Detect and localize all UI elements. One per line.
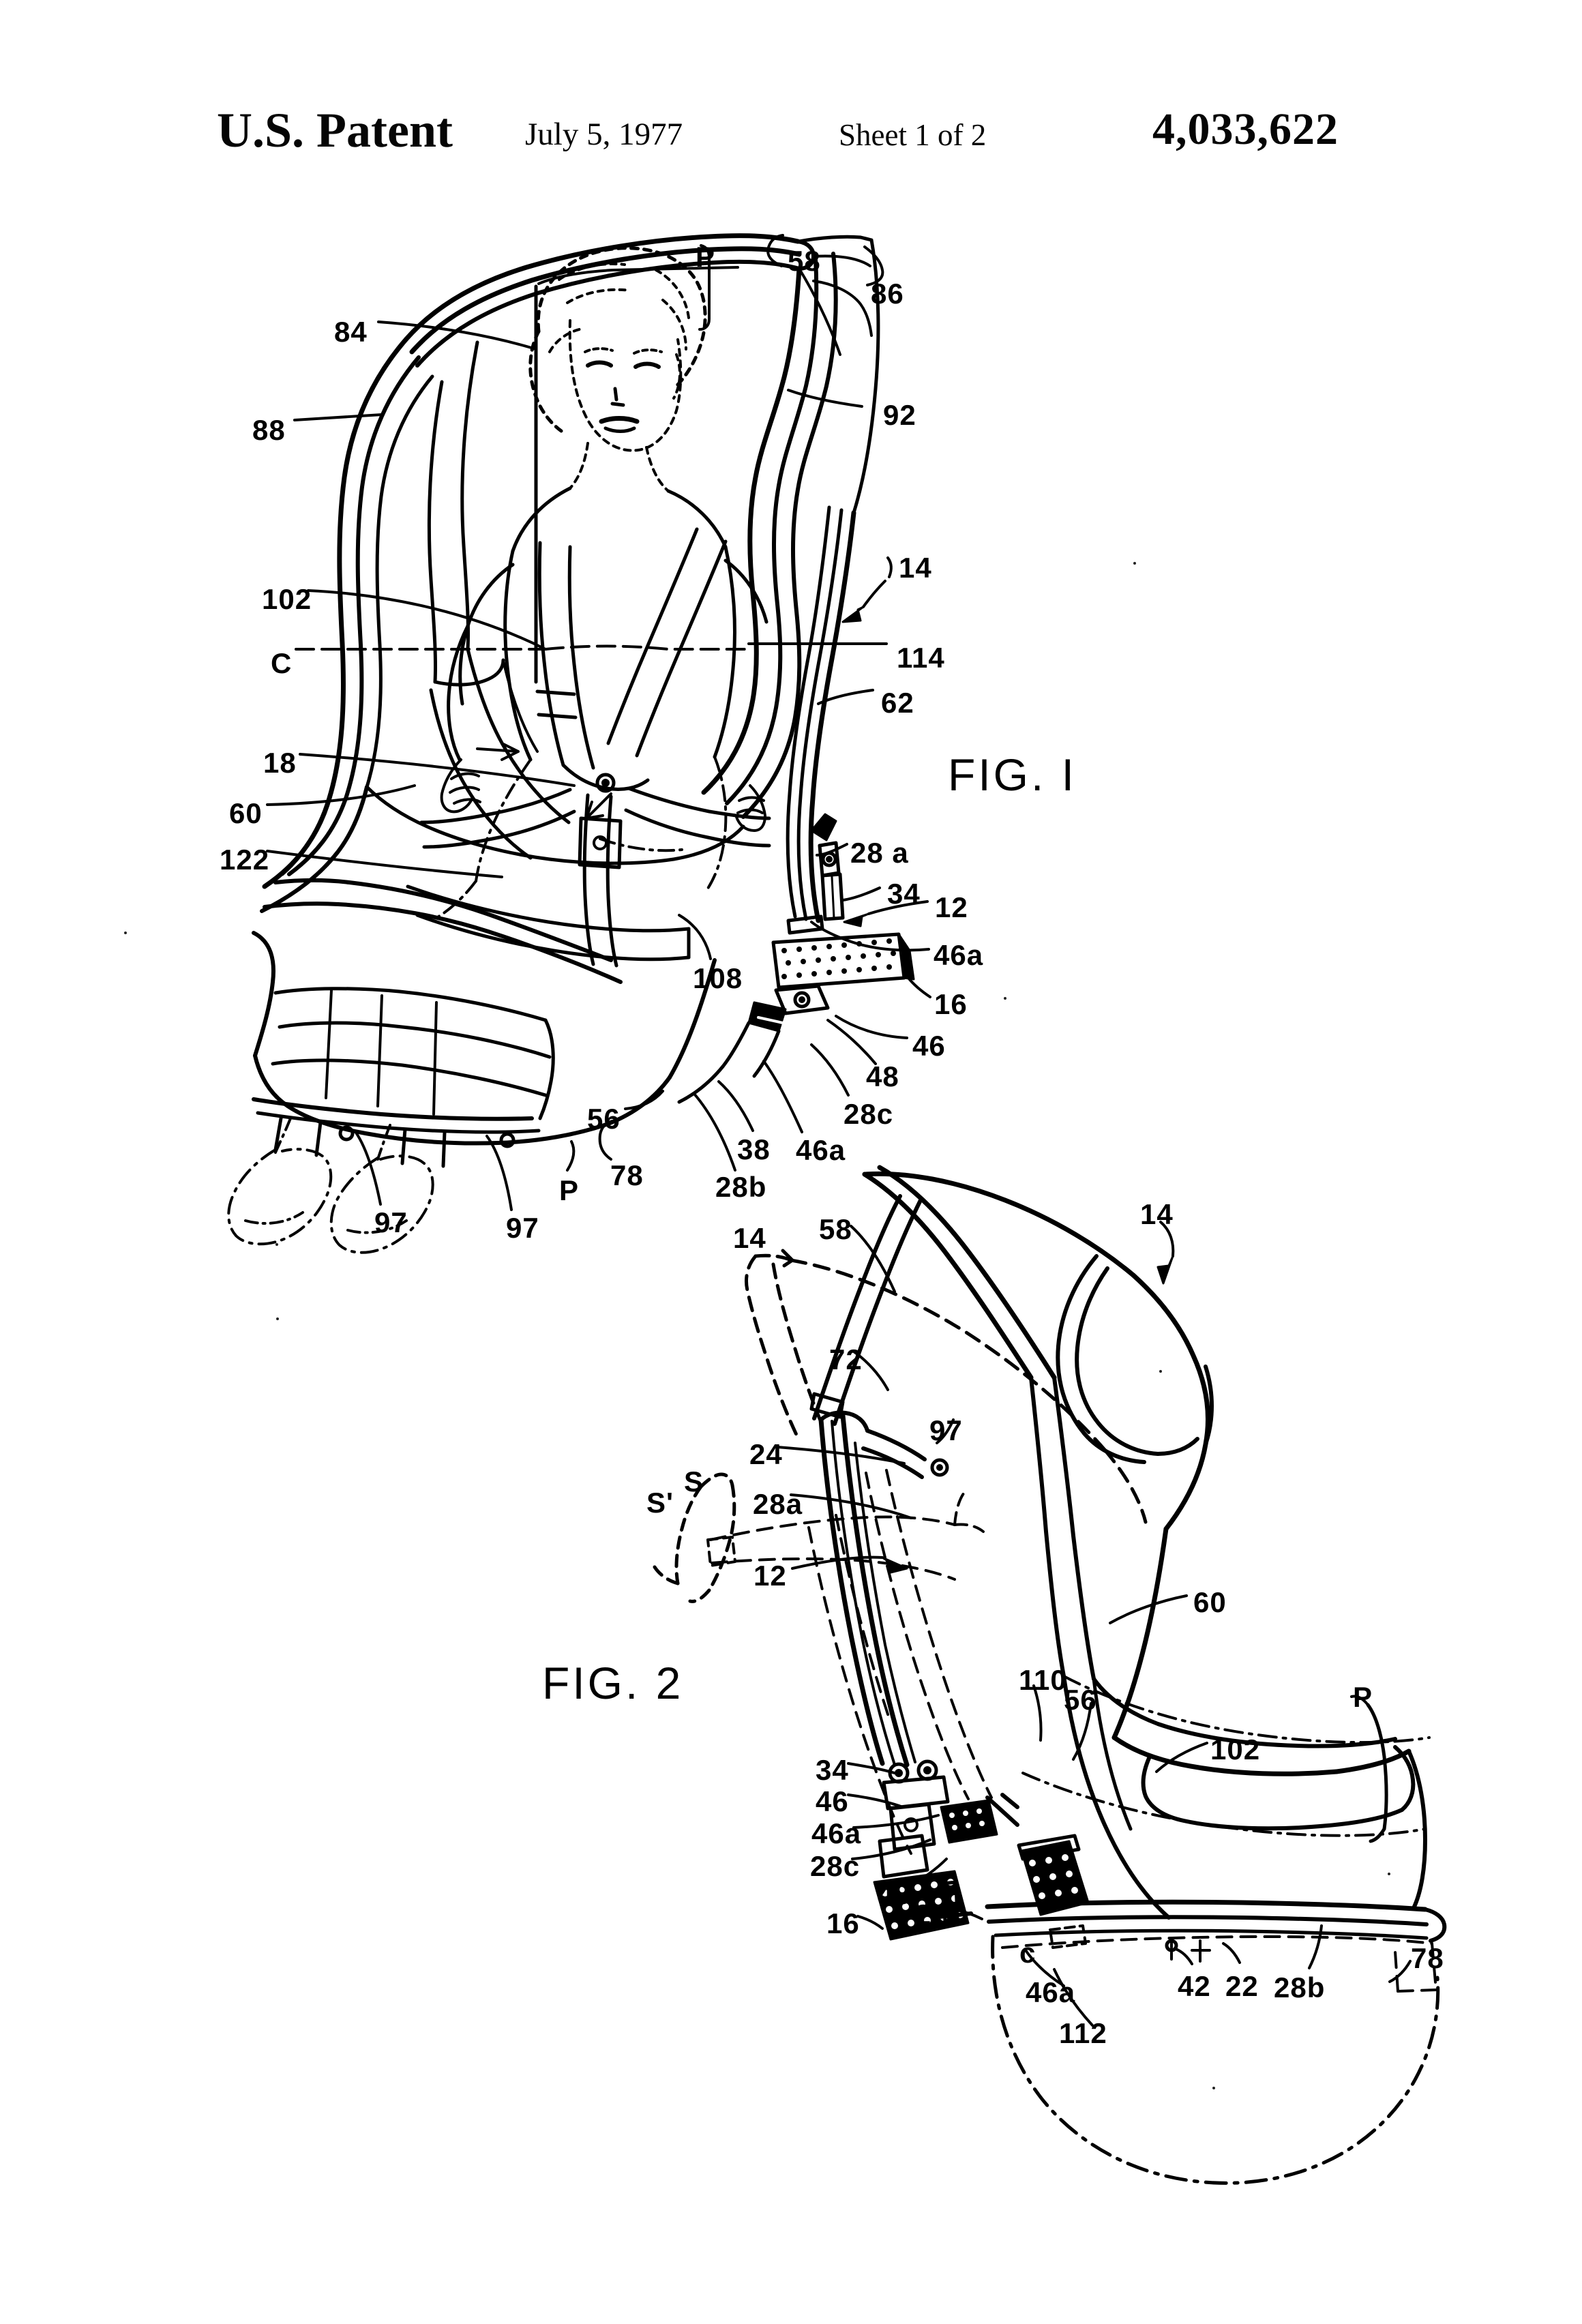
reference-numeral-14: 14 bbox=[899, 552, 932, 584]
reference-numeral-28a: 28 a bbox=[850, 837, 909, 869]
reference-numeral-56: 56 bbox=[1064, 1684, 1097, 1716]
reference-numeral-s: S' bbox=[646, 1487, 674, 1519]
reference-numeral-c: C bbox=[271, 647, 293, 679]
reference-numeral-34: 34 bbox=[816, 1754, 849, 1786]
figure-2-title: FIG. 2 bbox=[542, 1658, 684, 1708]
reference-numeral-28c: 28c bbox=[810, 1850, 861, 1882]
reference-numeral-48: 48 bbox=[866, 1060, 899, 1092]
reference-numeral-110: 110 bbox=[1019, 1664, 1067, 1696]
reference-numeral-46a: 46a bbox=[1026, 1976, 1076, 2008]
reference-numeral-14: 14 bbox=[1140, 1198, 1174, 1230]
reference-numeral-46: 46 bbox=[912, 1030, 946, 1062]
page-speck bbox=[1388, 1873, 1390, 1875]
reference-numeral-28c: 28c bbox=[844, 1098, 894, 1130]
sheet-indicator: Sheet 1 of 2 bbox=[839, 118, 987, 152]
reference-numeral-78: 78 bbox=[610, 1159, 644, 1191]
reference-numeral-p: P bbox=[1353, 1681, 1373, 1713]
reference-numeral-122: 122 bbox=[220, 844, 270, 876]
reference-numeral-28b: 28b bbox=[1274, 1971, 1326, 2003]
reference-numeral-42: 42 bbox=[1178, 1970, 1211, 2002]
reference-numeral-38: 38 bbox=[737, 1133, 771, 1165]
reference-numeral-92: 92 bbox=[883, 399, 916, 431]
reference-numeral-46a: 46a bbox=[796, 1134, 846, 1166]
reference-numeral-12: 12 bbox=[935, 891, 968, 923]
page-speck bbox=[275, 1243, 278, 1246]
reference-numeral-60: 60 bbox=[1193, 1586, 1227, 1618]
reference-numeral-114: 114 bbox=[897, 642, 945, 674]
reference-numeral-c: c bbox=[1019, 1937, 1036, 1969]
reference-numeral-28b: 28b bbox=[715, 1171, 767, 1203]
patent-office-title: U.S. Patent bbox=[217, 103, 453, 158]
patent-number: 4,033,622 bbox=[1152, 104, 1339, 154]
reference-numeral-97: 97 bbox=[929, 1414, 963, 1446]
reference-numeral-97: 97 bbox=[374, 1206, 408, 1238]
reference-numeral-46: 46 bbox=[816, 1785, 849, 1817]
reference-numeral-18: 18 bbox=[263, 747, 297, 779]
page-speck bbox=[1159, 1370, 1162, 1373]
reference-numeral-102: 102 bbox=[1210, 1733, 1261, 1766]
patent-issue-date: July 5, 1977 bbox=[525, 117, 683, 152]
reference-numeral-22: 22 bbox=[1225, 1970, 1259, 2002]
figure-1-title: FIG. I bbox=[948, 749, 1077, 800]
page-speck bbox=[124, 932, 127, 934]
reference-numeral-112: 112 bbox=[1059, 2017, 1107, 2049]
reference-numeral-46a: 46a bbox=[934, 939, 984, 971]
reference-numeral-24: 24 bbox=[749, 1438, 783, 1470]
page-speck bbox=[1004, 997, 1006, 1000]
reference-numeral-46a: 46a bbox=[811, 1817, 862, 1849]
reference-numeral-14: 14 bbox=[733, 1222, 766, 1254]
page-speck bbox=[1212, 2087, 1215, 2089]
reference-numeral-60: 60 bbox=[229, 797, 263, 829]
reference-numeral-16: 16 bbox=[934, 988, 968, 1020]
page-speck bbox=[1133, 562, 1136, 565]
reference-numeral-p: P bbox=[559, 1174, 580, 1206]
reference-numeral-62: 62 bbox=[881, 687, 914, 719]
reference-numeral-12: 12 bbox=[753, 1560, 787, 1592]
reference-numeral-88: 88 bbox=[252, 414, 286, 446]
reference-numeral-58: 58 bbox=[819, 1213, 852, 1245]
reference-numeral-p: P bbox=[696, 241, 716, 273]
reference-numeral-28a: 28a bbox=[753, 1488, 803, 1520]
reference-numeral-34: 34 bbox=[887, 878, 921, 910]
patent-header: U.S. Patent July 5, 1977 Sheet 1 of 2 4,… bbox=[0, 95, 1582, 184]
reference-numeral-48: 48 bbox=[878, 1878, 911, 1910]
reference-numeral-s: S bbox=[684, 1465, 704, 1498]
page-speck bbox=[276, 1317, 279, 1320]
reference-numeral-108: 108 bbox=[693, 962, 743, 994]
reference-numeral-58: 58 bbox=[788, 245, 821, 277]
reference-numeral-78: 78 bbox=[1411, 1942, 1444, 1974]
reference-numeral-56: 56 bbox=[587, 1103, 621, 1135]
reference-numeral-86: 86 bbox=[871, 278, 904, 310]
figure-1-illustration bbox=[227, 233, 931, 1254]
reference-numeral-16: 16 bbox=[826, 1907, 860, 1939]
figure-2-illustration bbox=[653, 1165, 1447, 2185]
reference-numeral-102: 102 bbox=[262, 583, 312, 615]
reference-numeral-22: 22 bbox=[915, 1898, 949, 1931]
reference-numeral-84: 84 bbox=[334, 316, 368, 348]
reference-numeral-97: 97 bbox=[506, 1212, 539, 1244]
reference-numeral-72: 72 bbox=[829, 1343, 863, 1375]
